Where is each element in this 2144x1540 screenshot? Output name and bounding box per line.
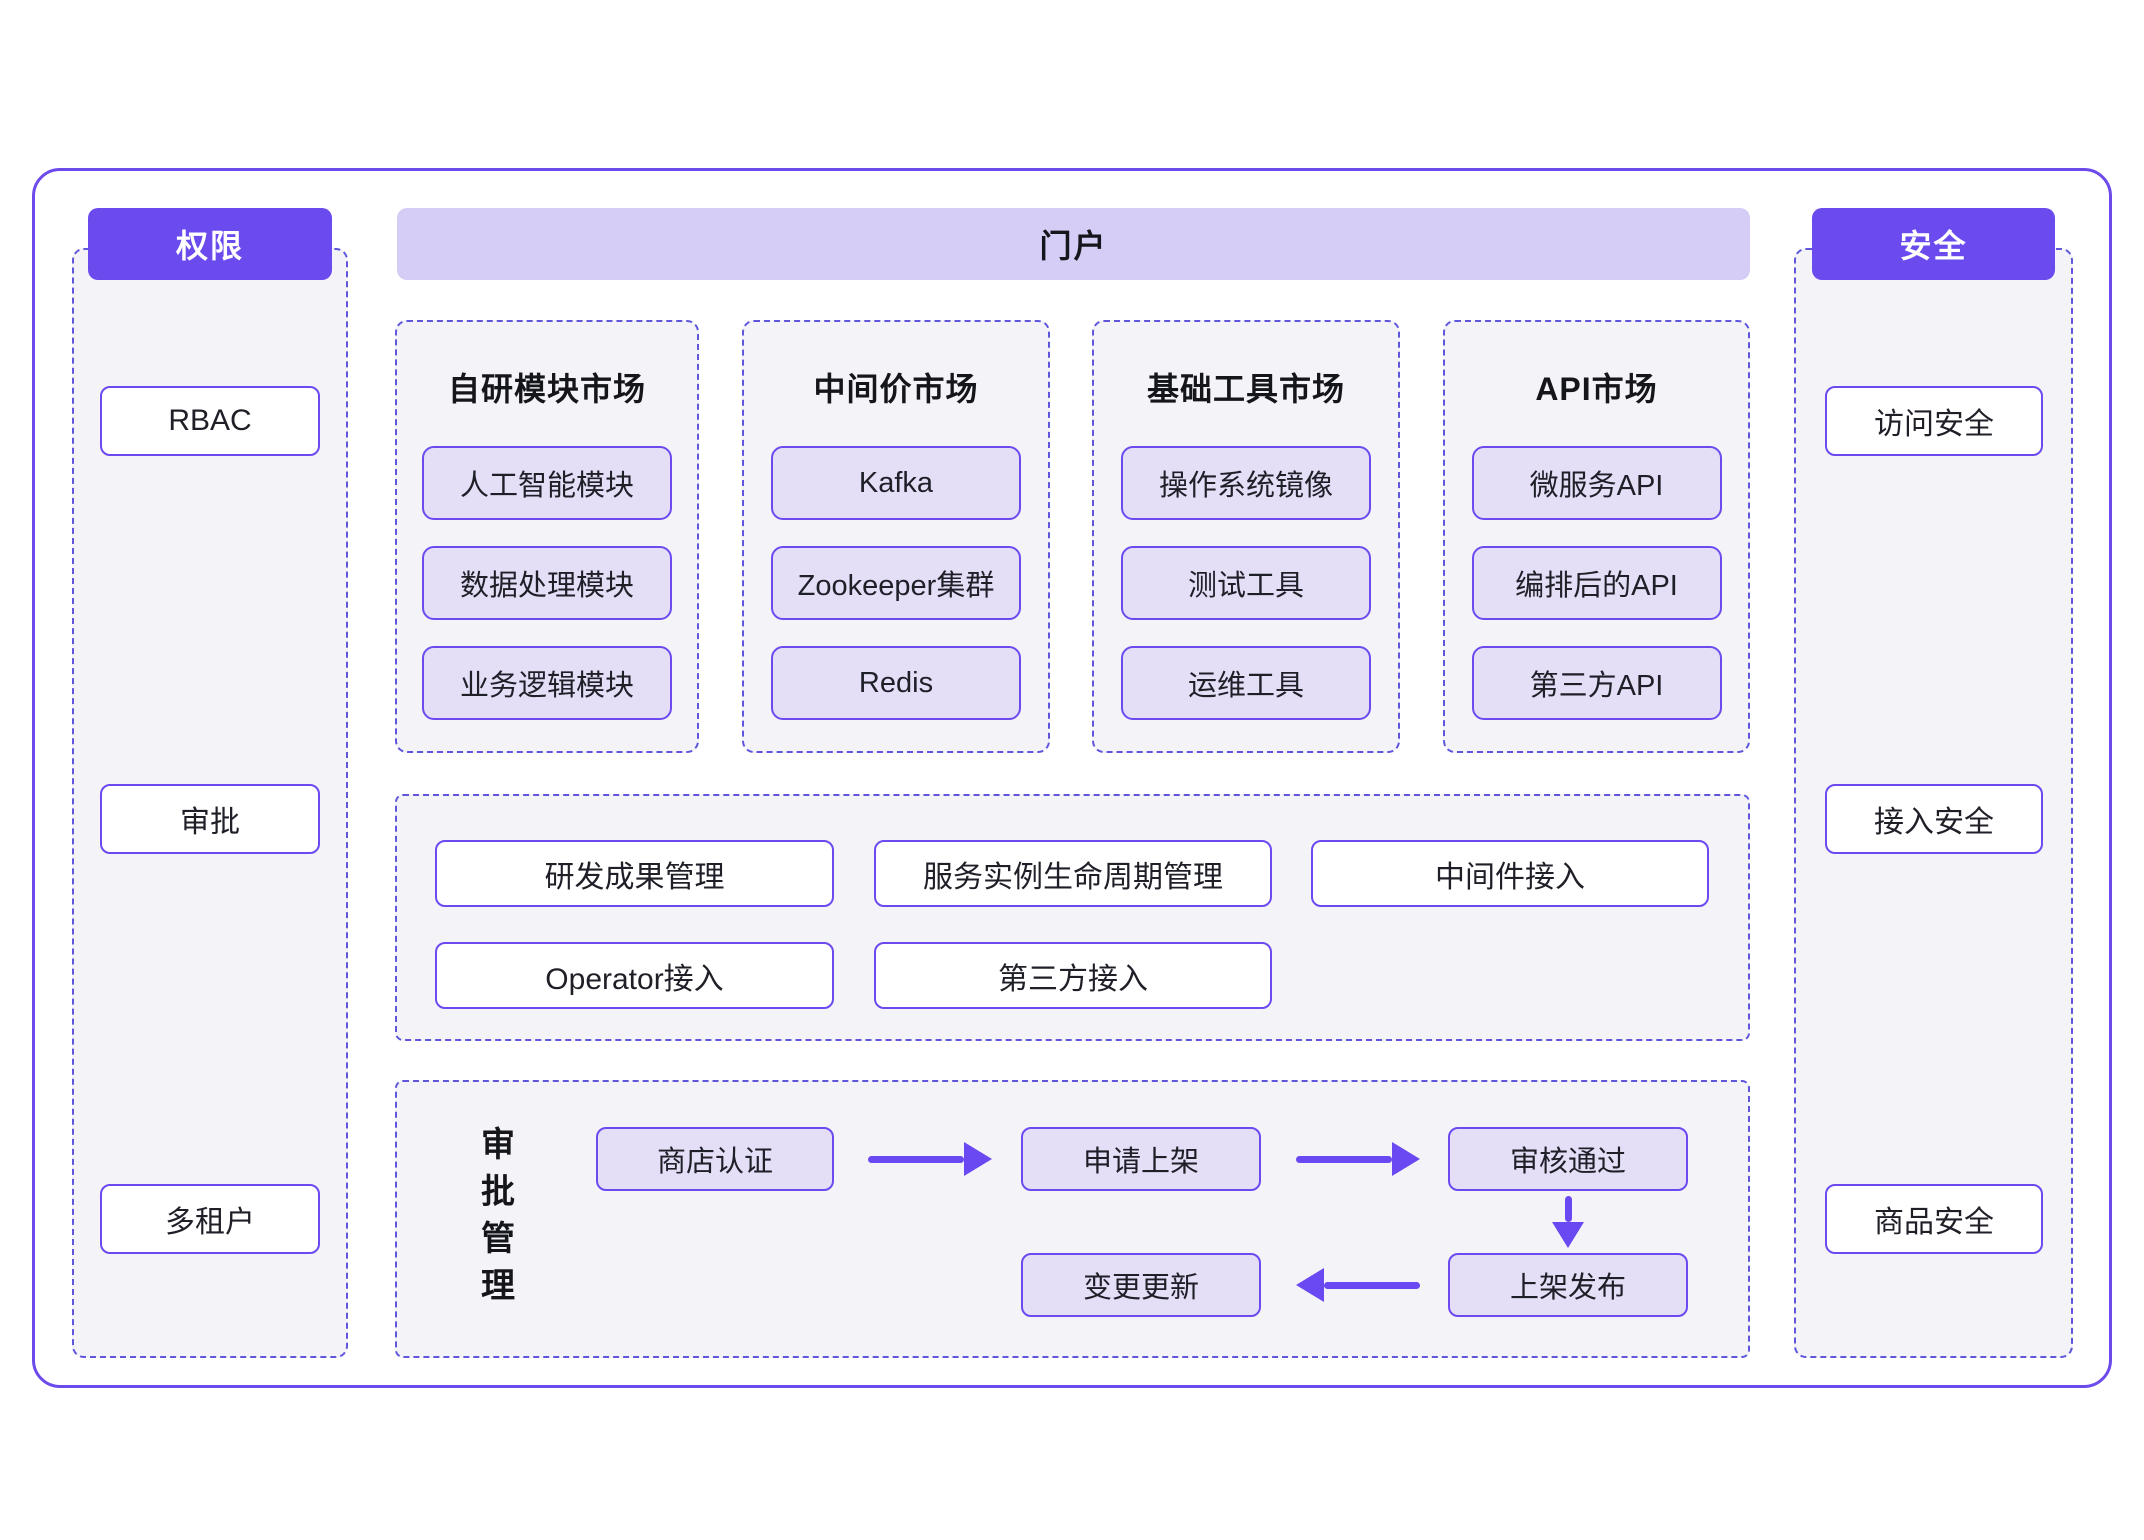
arrow-left-icon	[1296, 1268, 1420, 1302]
portal-header: 门户	[397, 208, 1750, 280]
market-panel-api: API市场 微服务API 编排后的API 第三方API	[1443, 320, 1750, 753]
node-listing-release: 上架发布	[1448, 1253, 1688, 1317]
arrow-down-icon	[1552, 1196, 1584, 1248]
market-title: 基础工具市场	[1146, 371, 1345, 407]
node-middleware-integration: 中间件接入	[1311, 840, 1709, 907]
node-thirdparty-api: 第三方API	[1471, 646, 1722, 720]
node-apply-listing: 申请上架	[1021, 1127, 1261, 1191]
node-service-instance-lifecycle: 服务实例生命周期管理	[874, 840, 1272, 907]
node-review-passed: 审核通过	[1448, 1127, 1688, 1191]
market-title: API市场	[1535, 371, 1658, 407]
market-panel-basic-tools: 基础工具市场 操作系统镜像 测试工具 运维工具	[1092, 320, 1400, 753]
node-rbac: RBAC	[100, 386, 320, 456]
node-redis: Redis	[771, 646, 1021, 720]
node-multitenant: 多租户	[100, 1184, 320, 1254]
node-product-security: 商品安全	[1825, 1184, 2043, 1254]
node-approval: 审批	[100, 784, 320, 854]
node-store-certification: 商店认证	[596, 1127, 834, 1191]
node-data-processing-module: 数据处理模块	[422, 546, 672, 620]
node-zookeeper: Zookeeper集群	[771, 546, 1021, 620]
permissions-panel-header: 权限	[88, 208, 332, 280]
security-panel-header: 安全	[1812, 208, 2055, 280]
market-panel-middleware: 中间价市场 Kafka Zookeeper集群 Redis	[742, 320, 1050, 753]
node-ai-module: 人工智能模块	[422, 446, 672, 520]
node-change-update: 变更更新	[1021, 1253, 1261, 1317]
node-thirdparty-integration: 第三方接入	[874, 942, 1272, 1009]
node-rd-results-management: 研发成果管理	[435, 840, 834, 907]
approval-flow-label: 审批管理	[481, 1126, 515, 1305]
arrow-right-icon	[868, 1142, 992, 1176]
node-os-image: 操作系统镜像	[1121, 446, 1371, 520]
arrow-right-icon	[1296, 1142, 1420, 1176]
node-operator-integration: Operator接入	[435, 942, 834, 1009]
node-access-security: 访问安全	[1825, 386, 2043, 456]
node-orchestrated-api: 编排后的API	[1471, 546, 1722, 620]
node-integration-security: 接入安全	[1825, 784, 2043, 854]
node-test-tools: 测试工具	[1121, 546, 1371, 620]
market-title: 中间价市场	[813, 371, 979, 407]
node-ops-tools: 运维工具	[1121, 646, 1371, 720]
node-kafka: Kafka	[771, 446, 1021, 520]
node-microservice-api: 微服务API	[1471, 446, 1722, 520]
market-panel-self-developed: 自研模块市场 人工智能模块 数据处理模块 业务逻辑模块	[395, 320, 699, 753]
market-title: 自研模块市场	[447, 371, 646, 407]
node-business-logic-module: 业务逻辑模块	[422, 646, 672, 720]
